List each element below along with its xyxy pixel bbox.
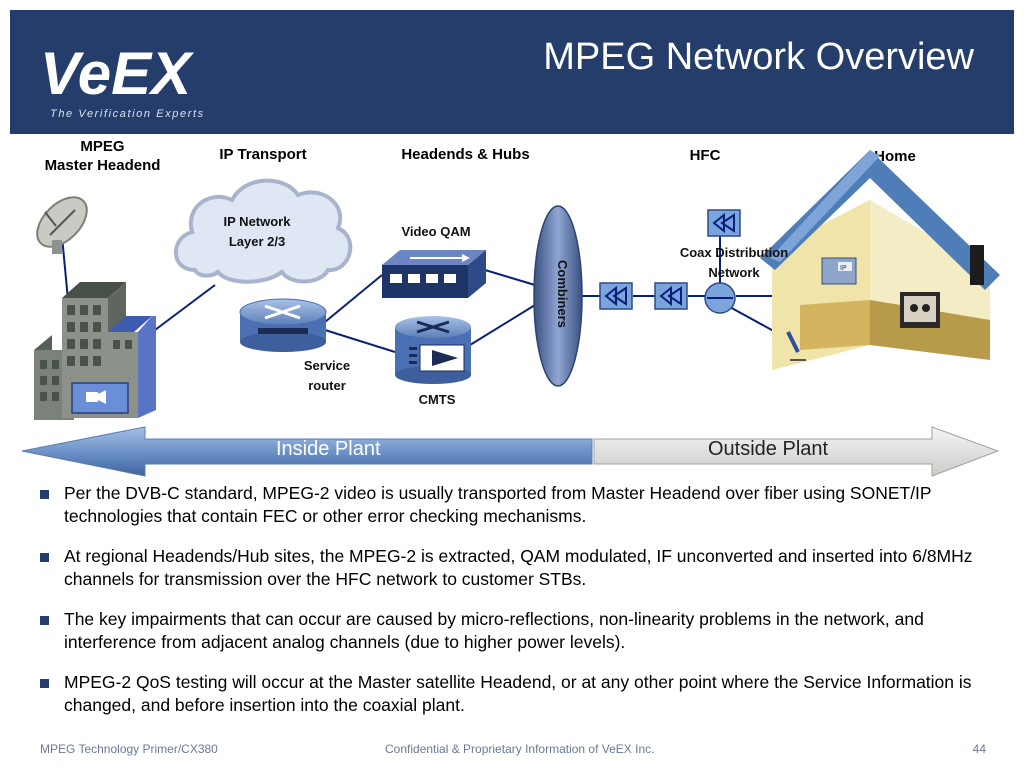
service-router-label-line1: Service — [303, 358, 351, 373]
outside-plant-arrow — [593, 426, 1000, 477]
network-diagram: Combiners IP — [21, 150, 1000, 477]
cmts-to-combiner-link — [469, 304, 536, 346]
veex-logo: VeEX — [40, 40, 195, 107]
router-to-qam-link — [324, 274, 383, 323]
bullet-square-icon — [40, 490, 49, 499]
ip-network-label-line2: Layer 2/3 — [228, 234, 286, 249]
home-house-icon: IP — [760, 150, 1000, 370]
page-number: 44 — [972, 742, 986, 756]
service-router-label: Service router — [282, 356, 372, 396]
phone-badge: IP — [840, 265, 847, 272]
bullet-square-icon — [40, 616, 49, 625]
title-banner: VeEX The Verification Experts MPEG Netwo… — [10, 10, 1014, 134]
svg-text:VeEX: VeEX — [40, 40, 195, 107]
bullet-text: MPEG-2 QoS testing will occur at the Mas… — [64, 672, 972, 715]
combiners-label: Combiners — [555, 260, 570, 328]
label-master-headend-line1: MPEG — [80, 138, 125, 155]
ip-network-label-line1: IP Network — [223, 214, 291, 229]
bullet-text: The key impairments that can occur are c… — [64, 609, 924, 652]
bullet-item: The key impairments that can occur are c… — [40, 608, 1000, 654]
footer-center: Confidential & Proprietary Information o… — [385, 742, 655, 756]
bullet-item: MPEG-2 QoS testing will occur at the Mas… — [40, 671, 1000, 717]
router-to-cmts-link — [324, 329, 396, 353]
label-ip-transport: IP Transport — [219, 146, 307, 163]
outside-plant-label: Outside Plant — [708, 438, 829, 460]
master-headend-building-icon — [34, 282, 156, 420]
label-master-headend-line2: Master Headend — [44, 157, 161, 174]
label-master-headend: MPEG Master Headend — [30, 137, 175, 175]
video-qam-label: Video QAM — [401, 224, 471, 239]
video-qam-icon — [382, 250, 486, 298]
bullet-list: Per the DVB-C standard, MPEG-2 video is … — [40, 482, 1000, 734]
ip-network-cloud-icon — [173, 178, 353, 284]
service-router-icon — [239, 298, 327, 352]
coax-tap-icon — [704, 282, 736, 314]
chair-icon — [786, 331, 806, 361]
ip-phone-icon: IP — [821, 257, 857, 285]
label-home: Home — [874, 148, 916, 165]
coax-network-label: Coax Distribution Network — [664, 243, 804, 283]
page-title: MPEG Network Overview — [543, 36, 974, 78]
bullet-square-icon — [40, 553, 49, 562]
bullet-item: At regional Headends/Hub sites, the MPEG… — [40, 545, 1000, 591]
label-headends-hubs: Headends & Hubs — [401, 146, 530, 163]
cmts-label: CMTS — [418, 392, 456, 407]
bullet-text: At regional Headends/Hub sites, the MPEG… — [64, 546, 973, 589]
qam-to-combiner-link — [484, 269, 536, 286]
amplifier-icon — [707, 209, 741, 237]
bullet-square-icon — [40, 679, 49, 688]
satellite-dish-icon — [36, 196, 88, 254]
combiners-icon: Combiners — [533, 205, 583, 387]
ip-network-label: IP Network Layer 2/3 — [207, 212, 307, 252]
coax-network-label-line2: Network — [708, 265, 760, 280]
service-router-label-line2: router — [308, 378, 346, 393]
coax-network-label-line1: Coax Distribution — [679, 245, 789, 260]
headend-to-cloud-link — [154, 284, 216, 331]
bullet-item: Per the DVB-C standard, MPEG-2 video is … — [40, 482, 1000, 528]
logo-tagline: The Verification Experts — [50, 108, 205, 120]
inside-plant-label: Inside Plant — [276, 438, 381, 460]
amplifier-icon — [654, 282, 688, 310]
label-hfc: HFC — [689, 147, 721, 164]
footer-left: MPEG Technology Primer/CX380 — [40, 742, 218, 756]
television-icon — [900, 292, 940, 328]
inside-plant-arrow — [21, 426, 593, 477]
amplifier-icon — [599, 282, 633, 310]
bullet-text: Per the DVB-C standard, MPEG-2 video is … — [64, 483, 932, 526]
cmts-icon — [395, 316, 471, 384]
